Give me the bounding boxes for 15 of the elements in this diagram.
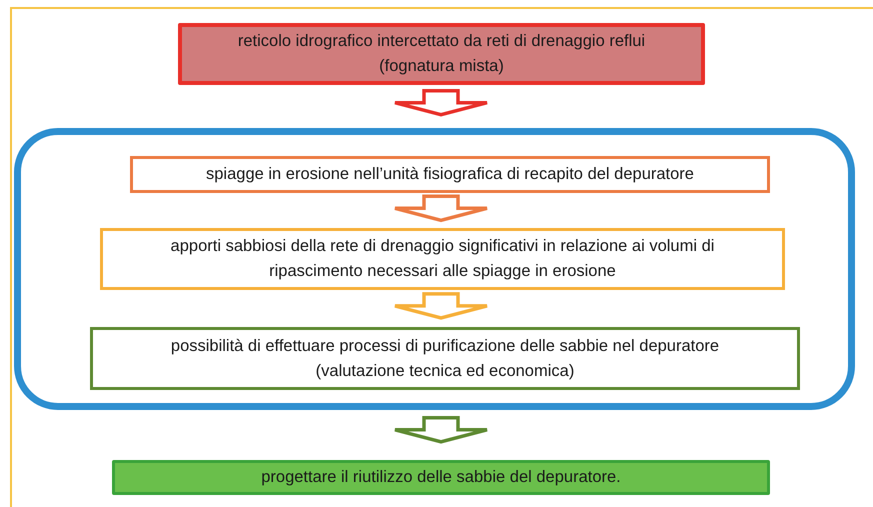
block-arrow: [393, 194, 489, 222]
box-text: reticolo idrografico intercettato da reti di drenaggio reflui (fognatura mista): [236, 31, 646, 77]
block-arrow: [393, 416, 489, 444]
process-box: [178, 23, 705, 85]
box-text: apporti sabbiosi della rete di drenaggio significativi in relazione ai volumi di ripascimento necessari alle spiagge in erosione: [170, 236, 716, 282]
box-text: possibilità di effettuare processi di purificazione delle sabbie nel depuratore (valutazione tecnica ed economica): [170, 336, 720, 382]
group-container: [14, 128, 855, 410]
process-box: [90, 327, 800, 390]
box-text: spiagge in erosione nell’unità fisiografica di recapito del depuratore: [206, 164, 694, 186]
block-arrow: [393, 292, 489, 320]
process-box: [100, 228, 785, 290]
box-text: progettare il riutilizzo delle sabbie del depuratore.: [261, 467, 621, 488]
block-arrow: [393, 88, 489, 116]
process-box: [130, 156, 770, 193]
process-box: [112, 460, 770, 495]
